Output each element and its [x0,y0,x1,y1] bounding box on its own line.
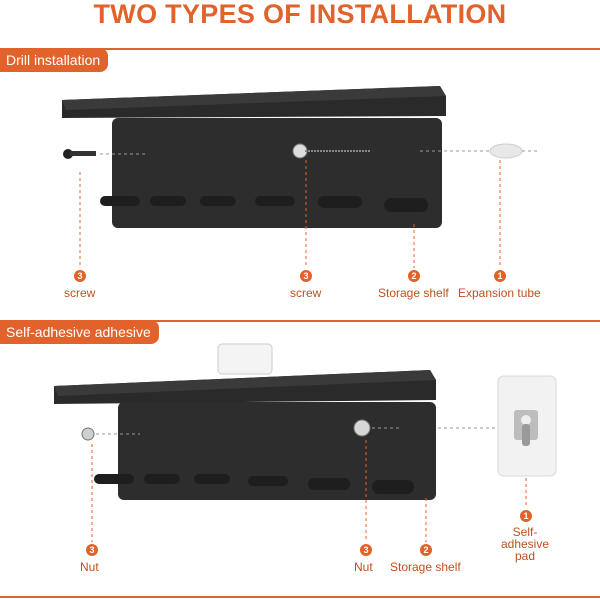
callout-number: 2 [420,544,432,556]
callout-label: screw [290,286,322,300]
callout-number: 3 [360,544,372,556]
bottom-rule [0,596,600,598]
callout-number: 3 [74,270,86,282]
callout-number: 1 [494,270,506,282]
section-rule [0,48,600,50]
tab-drill-installation: Drill installation [0,48,109,72]
callout-label: Expansion tube [458,286,541,300]
page-title: TWO TYPES OF INSTALLATION [93,0,507,29]
callout-number: 3 [300,270,312,282]
section-rule [0,320,600,322]
callout-label: Nut [354,560,373,574]
callout-number: 3 [86,544,98,556]
tab-self-adhesive: Self-adhesive adhesive [0,320,159,344]
callout-label: Storage shelf [378,286,449,300]
callout-label: screw [64,286,96,300]
callout-label: Storage shelf [390,560,461,574]
callout-label: Nut [80,560,99,574]
callout-number: 1 [520,510,532,522]
callout-number: 2 [408,270,420,282]
callout-label: Self-adhesive pad [500,525,550,563]
